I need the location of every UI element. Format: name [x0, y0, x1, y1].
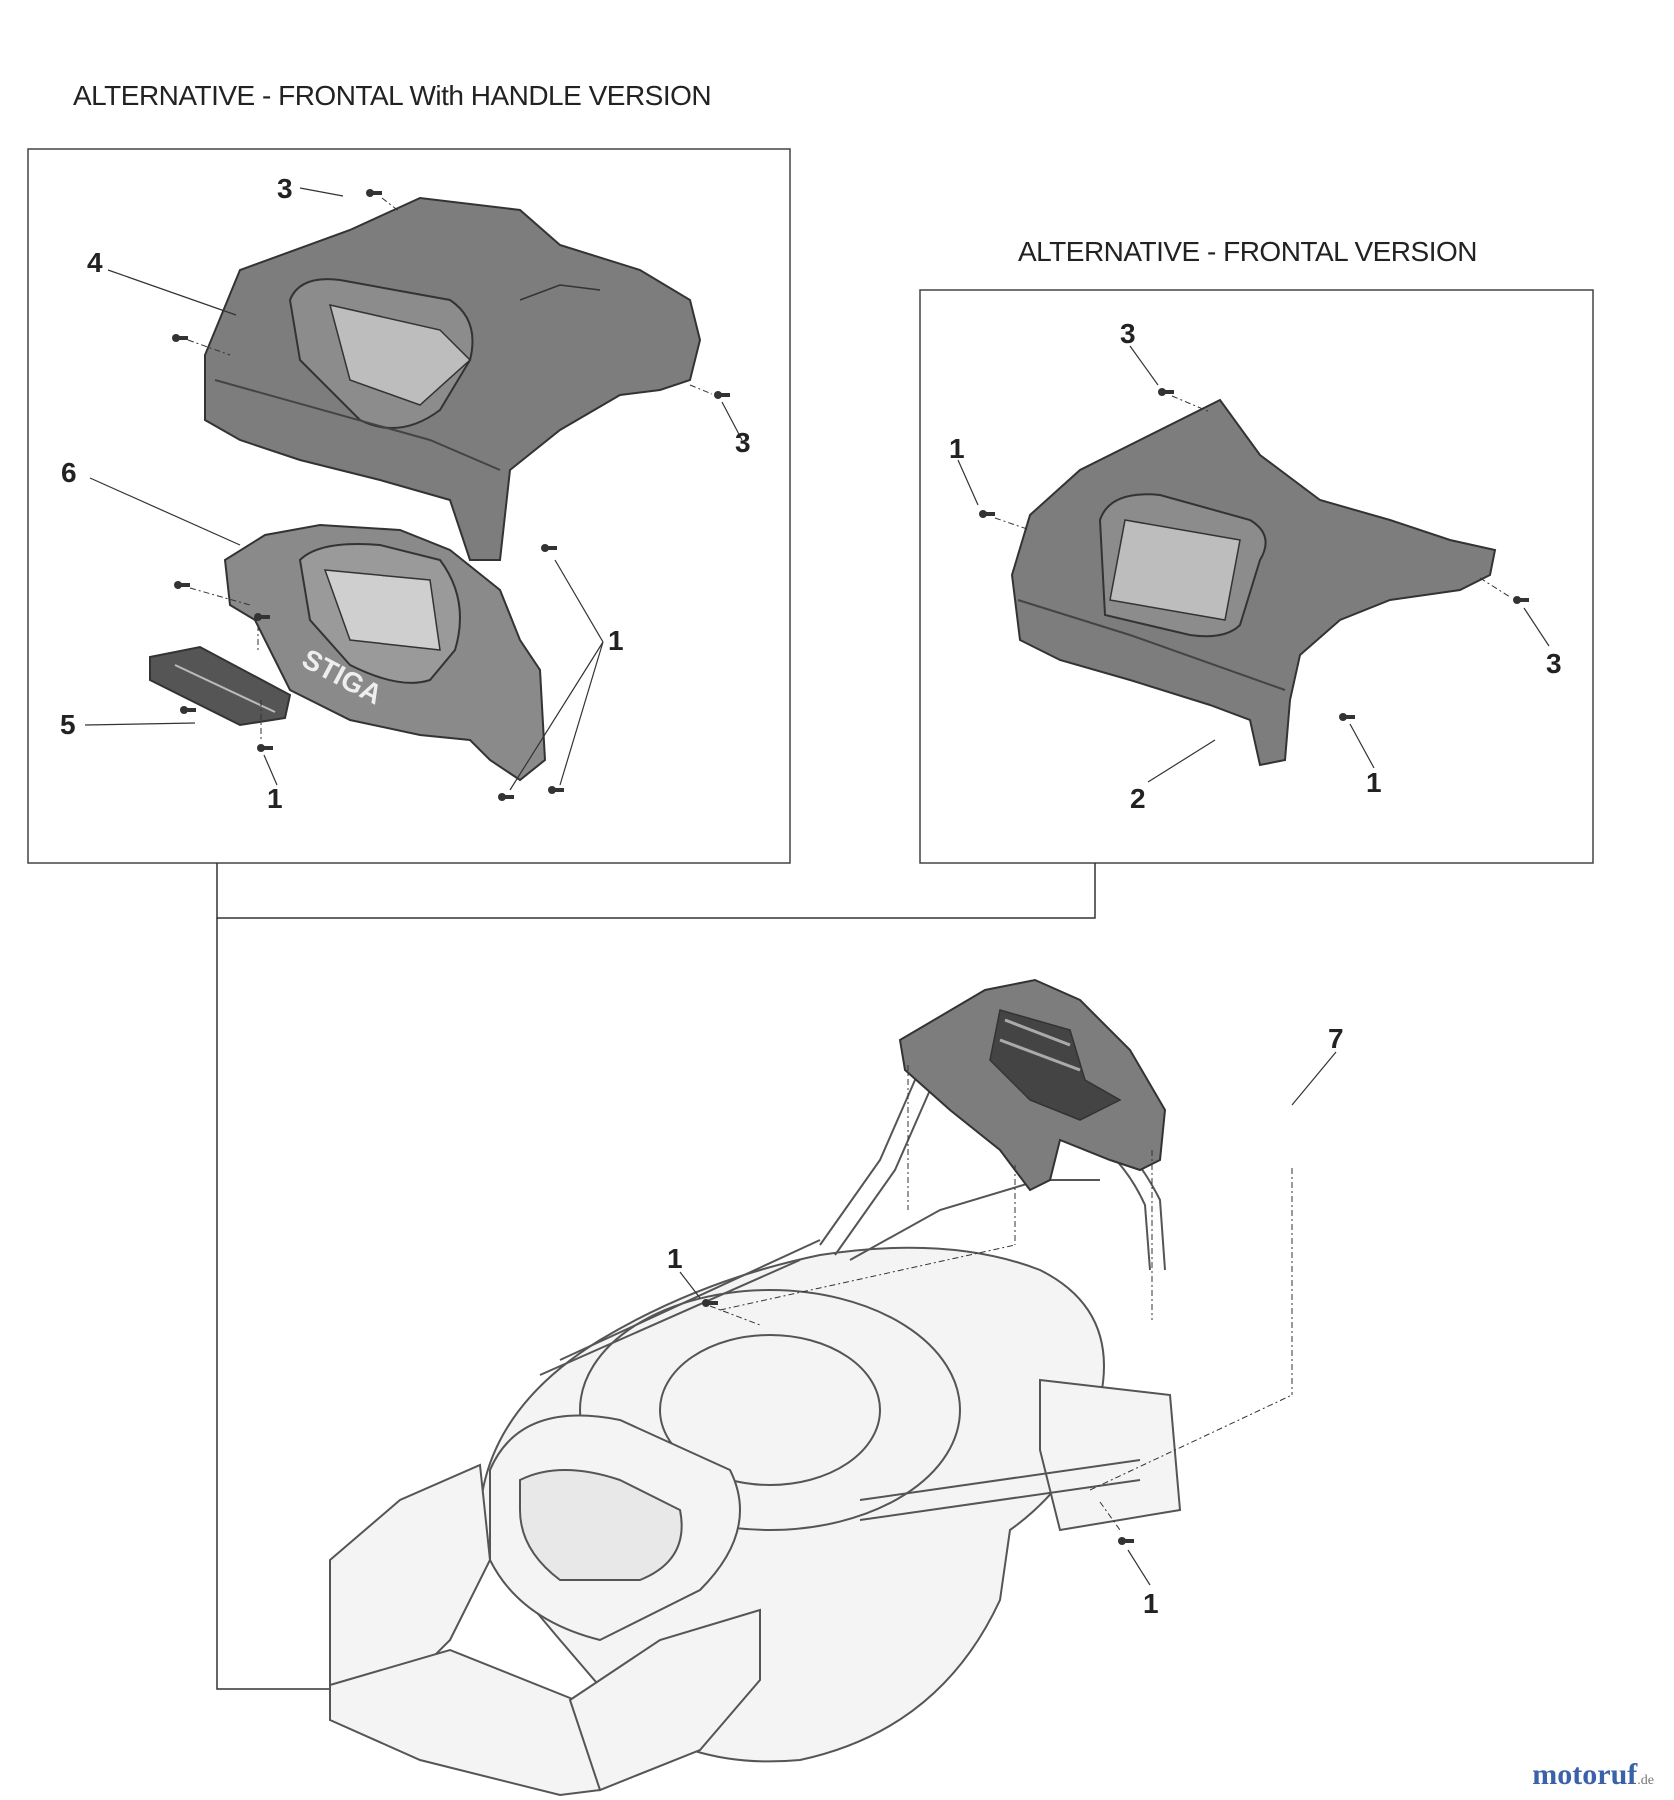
left-panel-title: ALTERNATIVE - FRONTAL With HANDLE VERSIO… — [73, 80, 712, 111]
leader-lines-left — [84, 187, 743, 791]
callout-4: 4 — [87, 247, 103, 278]
callout-1: 1 — [267, 783, 283, 814]
callout-3: 3 — [735, 427, 751, 458]
screw-icon — [172, 334, 188, 342]
screw-icon — [541, 544, 557, 552]
screw-icon — [714, 391, 730, 399]
screw-icon — [1118, 1537, 1134, 1545]
callout-5: 5 — [60, 709, 76, 740]
frontal-cover-part-2 — [1010, 398, 1497, 767]
bracket-part-6: STIGA — [223, 523, 547, 782]
left-panel-frame — [27, 148, 791, 864]
plate-part-5 — [149, 645, 292, 727]
screw-icon — [174, 581, 190, 589]
callout-2: 2 — [1130, 783, 1146, 814]
assembly-lines-right — [994, 395, 1511, 598]
screw-icon — [180, 706, 196, 714]
grass-bag-cover-part-7 — [898, 978, 1167, 1192]
watermark-name: motoruf — [1532, 1758, 1638, 1791]
screw-icon — [366, 189, 382, 197]
screw-icon — [548, 786, 564, 794]
callout-3: 3 — [1546, 648, 1562, 679]
callout-1: 1 — [608, 625, 624, 656]
screw-icon — [1513, 596, 1529, 604]
callout-6: 6 — [61, 457, 77, 488]
screw-icon — [979, 510, 995, 518]
right-panel-frame — [919, 289, 1594, 864]
screw-icon — [1158, 388, 1174, 396]
callout-3: 3 — [1120, 318, 1136, 349]
right-panel-title: ALTERNATIVE - FRONTAL VERSION — [1018, 236, 1477, 267]
leader-lines-right — [957, 345, 1550, 783]
callout-1: 1 — [1366, 767, 1382, 798]
callout-3: 3 — [277, 173, 293, 204]
screw-icon — [498, 793, 514, 801]
leader-lines-main — [679, 1051, 1337, 1586]
callout-1: 1 — [667, 1243, 683, 1274]
mower-deck — [329, 1246, 1182, 1797]
handle-cover-part-4 — [204, 196, 702, 561]
assembly-lines-left — [187, 197, 713, 740]
watermark-tld: .de — [1637, 1773, 1654, 1788]
callout-7: 7 — [1328, 1023, 1344, 1054]
callout-1: 1 — [949, 433, 965, 464]
screw-icon — [257, 744, 273, 752]
callout-1: 1 — [1143, 1588, 1159, 1619]
screw-icon — [1339, 713, 1355, 721]
watermark-logo: motoruf.de — [1532, 1758, 1654, 1792]
assembly-lines-main — [709, 1065, 1293, 1531]
